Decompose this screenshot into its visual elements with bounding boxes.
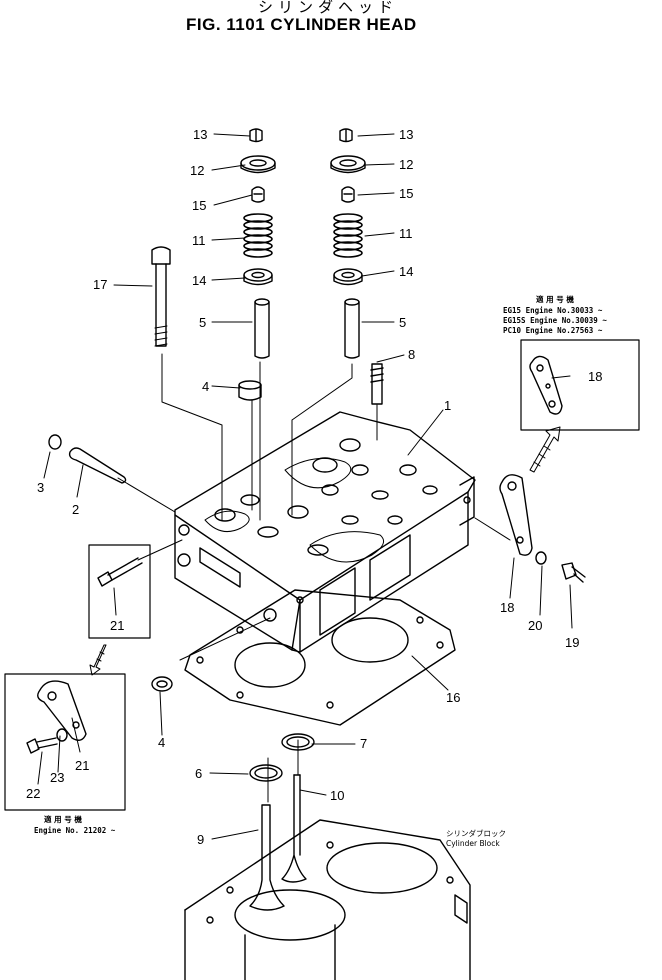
leader-lines (37, 133, 573, 840)
assembly-trace-lines (117, 353, 511, 803)
bolt-19 (561, 562, 586, 583)
bolt-21-boxed (97, 557, 143, 587)
callout-14-right: 14 (399, 264, 413, 279)
note-top-right-line-3: PC10 Engine No.27563 ~ (503, 326, 603, 335)
callout-13-left: 13 (193, 127, 207, 142)
detail-box-18 (520, 339, 640, 431)
washer-23 (56, 728, 68, 742)
callout-5-left: 5 (199, 315, 206, 330)
callout-15-right: 15 (399, 186, 413, 201)
callout-5-right: 5 (399, 315, 406, 330)
direction-arrow-upper (529, 426, 561, 473)
callout-22: 22 (26, 786, 40, 801)
callout-11-right: 11 (399, 226, 413, 241)
washer-20 (535, 551, 547, 565)
callout-17: 17 (93, 277, 107, 292)
callout-7: 7 (360, 736, 367, 751)
callout-11-left: 11 (192, 233, 206, 248)
block-label-english: Cylinder Block (446, 839, 500, 848)
plug-3 (48, 434, 62, 450)
callout-1: 1 (444, 398, 451, 413)
block-label-japanese: シリンダブロック (446, 829, 506, 838)
detail-box-bottom-left (4, 673, 126, 811)
callout-6: 6 (195, 766, 202, 781)
note-bottom-left-caption: 適 用 号 機 (44, 815, 82, 824)
callout-15-left: 15 (192, 198, 206, 213)
figure-title: FIG. 1101 CYLINDER HEAD (186, 15, 417, 34)
valve-train-left (240, 128, 276, 359)
valve-10 (281, 774, 307, 883)
pin-2 (68, 447, 127, 484)
title-japanese: シリンダヘッド (258, 0, 399, 16)
callout-8: 8 (408, 347, 415, 362)
ring-7 (281, 733, 315, 751)
callout-21-lower: 21 (75, 758, 89, 773)
detail-box-21 (88, 544, 151, 639)
ring-6 (249, 764, 283, 782)
note-top-right-line-2: EG15S Engine No.30039 ~ (503, 316, 607, 325)
bushing-4-lower (151, 676, 173, 692)
callout-16: 16 (446, 690, 460, 705)
callout-10: 10 (330, 788, 344, 803)
note-bottom-left-line: Engine No. 21202 ~ (34, 826, 116, 835)
callout-9: 9 (197, 832, 204, 847)
bushing-4-upper (238, 380, 262, 401)
callout-4-upper: 4 (202, 379, 209, 394)
callout-21-boxed: 21 (110, 618, 124, 633)
cylinder-block (184, 819, 471, 980)
callout-13-right: 13 (399, 127, 413, 142)
callout-2: 2 (72, 502, 79, 517)
bolt-22 (26, 737, 58, 754)
callout-20: 20 (528, 618, 542, 633)
bracket-18 (499, 474, 533, 556)
note-top-right-line-1: EG15 Engine No.30033 ~ (503, 306, 603, 315)
bracket-21-lower (37, 680, 87, 741)
note-top-right-caption: 適 用 号 機 (536, 295, 574, 304)
stud-8 (370, 363, 384, 405)
callout-19: 19 (565, 635, 579, 650)
stud-bolt-17 (151, 246, 171, 347)
callout-14-left: 14 (192, 273, 206, 288)
callout-18: 18 (500, 600, 514, 615)
valve-train-right (330, 128, 366, 359)
head-gasket-16 (184, 589, 456, 726)
direction-arrow-lower (89, 644, 107, 676)
callout-labels: 13 13 12 12 15 15 11 11 17 14 14 5 5 8 4… (26, 127, 602, 847)
callout-18-boxed: 18 (588, 369, 602, 384)
valve-9 (249, 804, 285, 911)
callout-4-lower: 4 (158, 735, 165, 750)
cylinder-head-1 (174, 411, 476, 653)
callout-12-left: 12 (190, 163, 204, 178)
callout-23: 23 (50, 770, 64, 785)
callout-3: 3 (37, 480, 44, 495)
callout-12-right: 12 (399, 157, 413, 172)
bracket-18-boxed (529, 355, 563, 415)
